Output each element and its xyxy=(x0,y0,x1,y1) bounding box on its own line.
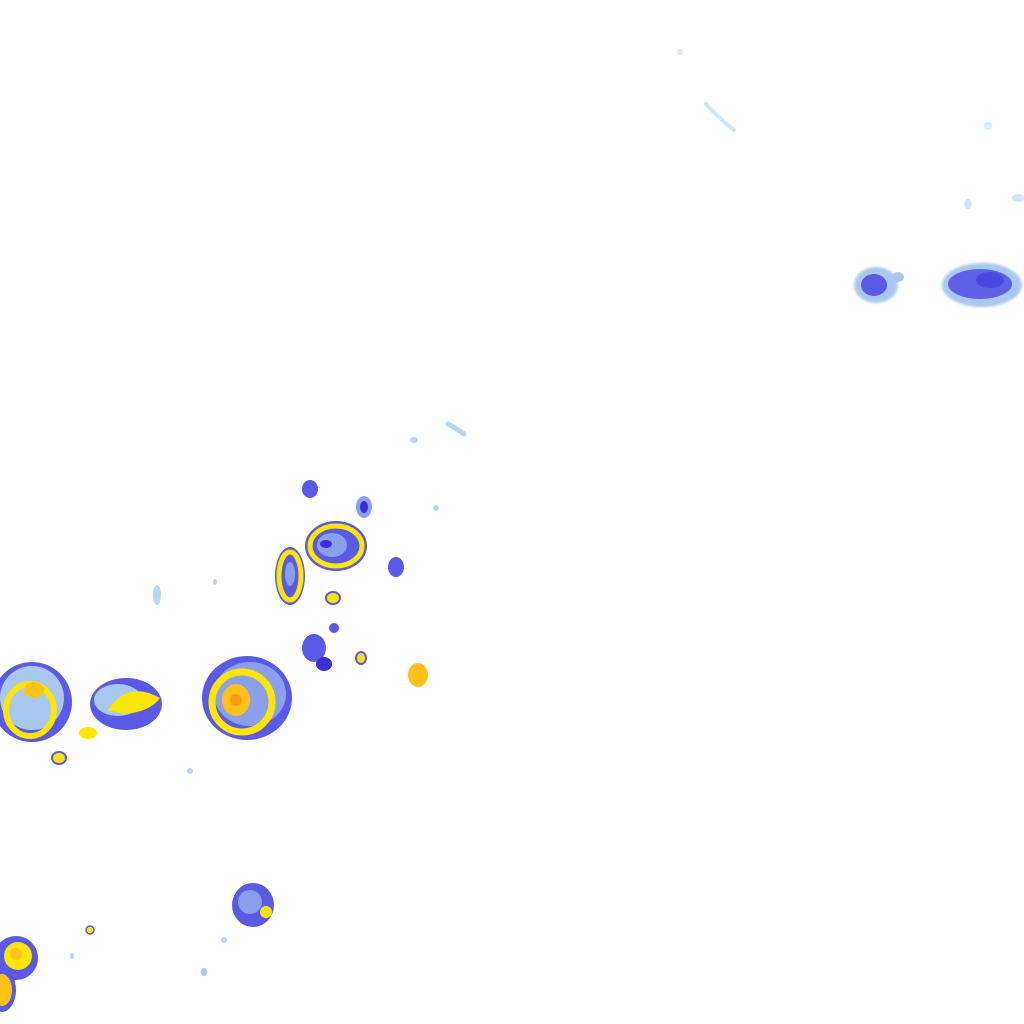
echo-cluster-upper-right xyxy=(677,49,1024,307)
storm-dot xyxy=(79,727,97,739)
echo-cluster-middle xyxy=(153,421,467,605)
echo-dot xyxy=(410,437,418,443)
storm-cluster-lower xyxy=(0,883,274,1012)
echo-dot xyxy=(388,557,404,577)
echo-cell-core xyxy=(976,272,1004,288)
echo-dot xyxy=(153,585,161,605)
storm-cell-light xyxy=(0,666,64,730)
storm-dot xyxy=(260,906,272,918)
storm-cell-core xyxy=(24,682,44,698)
echo-dot xyxy=(1012,194,1024,202)
echo-dot xyxy=(964,199,972,209)
storm-dot xyxy=(408,663,428,687)
storm-cell-inner xyxy=(320,540,332,548)
storm-cell-inner xyxy=(285,562,295,586)
echo-dot xyxy=(316,657,332,671)
echo-dot xyxy=(221,937,227,943)
echo-dot xyxy=(329,623,339,633)
storm-cell-core xyxy=(10,948,22,960)
storm-cell-band xyxy=(307,523,365,569)
storm-cell-inner xyxy=(317,533,347,557)
storm-cell-band xyxy=(108,691,160,714)
echo-dot xyxy=(360,501,368,513)
echo-dot xyxy=(187,768,193,774)
storm-cluster-left xyxy=(0,662,193,774)
echo-dot xyxy=(70,953,74,959)
storm-cell-core xyxy=(0,974,12,1006)
echo-tail xyxy=(892,272,904,282)
echo-dot xyxy=(433,505,439,511)
storm-dot xyxy=(325,591,341,605)
storm-cell-core xyxy=(230,694,242,706)
storm-dot xyxy=(355,651,367,665)
storm-cell-light xyxy=(238,890,262,914)
storm-cell-band xyxy=(208,668,276,736)
echo-trace xyxy=(704,102,736,132)
storm-cluster-center xyxy=(275,521,428,687)
echo-dot xyxy=(213,579,217,585)
storm-dot xyxy=(51,751,67,765)
echo-trace xyxy=(445,421,467,437)
echo-dot xyxy=(201,968,207,976)
echo-dot xyxy=(984,122,992,130)
storm-dot xyxy=(85,925,95,935)
echo-cell-core xyxy=(861,274,887,296)
echo-dot xyxy=(677,49,683,55)
storm-cell-band xyxy=(276,549,304,603)
echo-dot xyxy=(302,634,326,662)
storm-cell-large xyxy=(202,656,292,740)
echo-dot xyxy=(302,480,318,498)
